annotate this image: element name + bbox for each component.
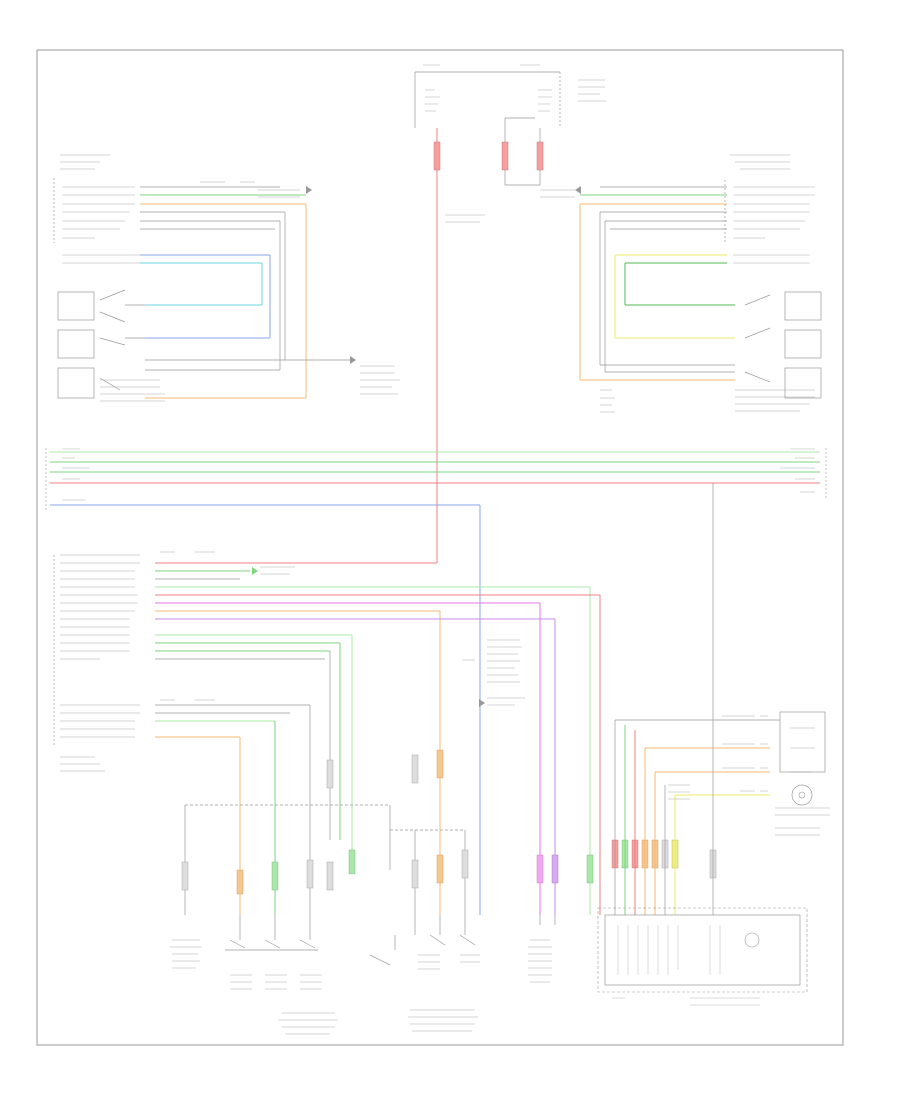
connector-pins: [181, 749, 717, 895]
red-trunk-wire: [155, 117, 544, 564]
horizontal-bus: [50, 448, 820, 915]
rear-door-switches: [170, 915, 338, 1035]
driver-seat-module: [53, 154, 400, 402]
top-fuse-block: [414, 64, 606, 128]
rear-door-module: [53, 551, 601, 915]
rear-window-motor: [775, 711, 830, 836]
mid-labels: [445, 214, 525, 706]
ground-bus: [184, 804, 466, 915]
diagram-frame: [36, 49, 844, 1046]
rear-door-button-wires: [614, 715, 780, 915]
wire-arrows: [306, 186, 581, 707]
bus-connectors: [45, 448, 827, 510]
passenger-seat-module: [540, 154, 822, 413]
rear-door-button-module: [597, 907, 808, 1006]
left-front-door-switches: [369, 915, 480, 1032]
door-actuator: [528, 915, 556, 983]
